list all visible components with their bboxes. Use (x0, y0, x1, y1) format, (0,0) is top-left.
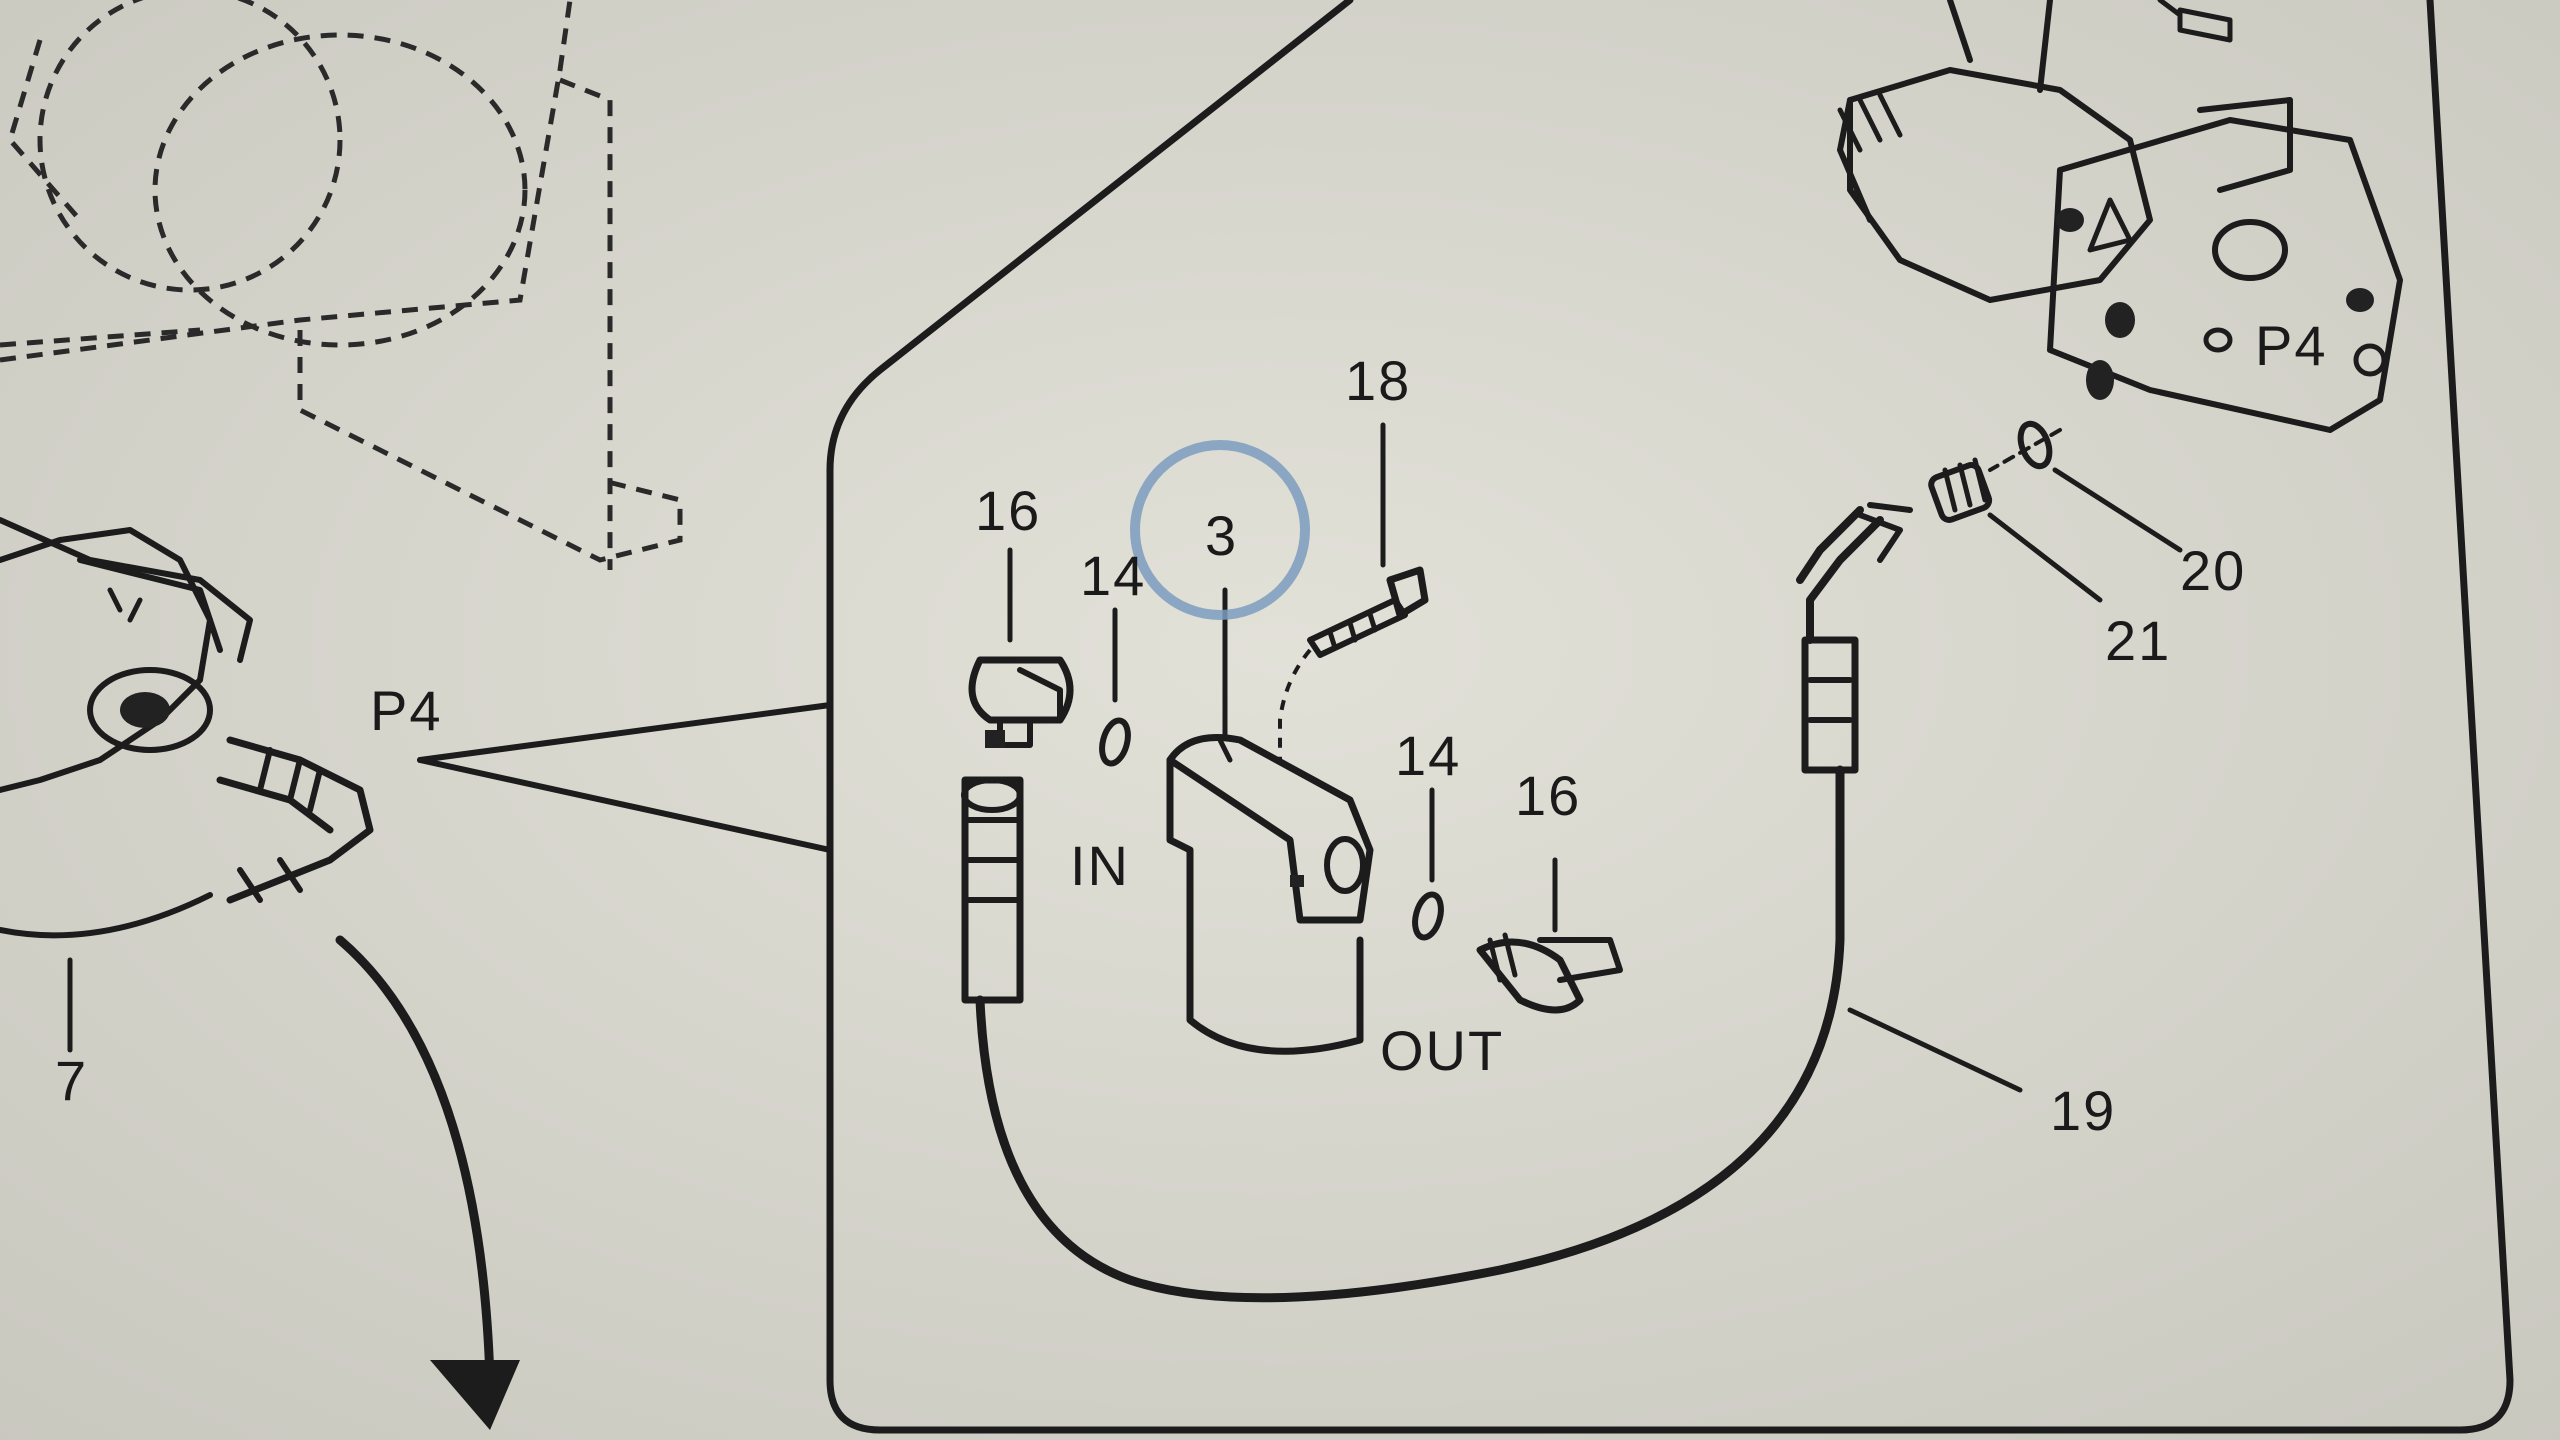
oring-14-right (1412, 787, 1444, 941)
left-pump-drawing (0, 517, 520, 1430)
label-item-20: 20 (2180, 539, 2246, 602)
label-item-18: 18 (1345, 349, 1411, 412)
p4-callout-pointer (417, 702, 833, 853)
detail-panel-border (826, 0, 2514, 1434)
label-item-16-left: 16 (975, 479, 1041, 542)
hose-19 (961, 502, 2023, 1303)
dashed-housing-outline (0, 0, 683, 570)
elbow-fitting-16-right (1476, 857, 1623, 1014)
label-item-14-right: 14 (1395, 724, 1461, 787)
label-item-14-left: 14 (1080, 544, 1146, 607)
label-item-16-right: 16 (1515, 764, 1581, 827)
assembly-dashed-line (1988, 428, 2062, 472)
label-item-3: 3 (1205, 504, 1238, 567)
highlight-circle (1130, 440, 1310, 620)
label-item-21: 21 (2105, 609, 2171, 672)
label-out: OUT (1380, 1019, 1504, 1082)
elbow-fitting-16-left (968, 547, 1074, 748)
oring-14-left (1099, 607, 1131, 767)
bolt-18 (1278, 422, 1429, 760)
label-p4-right: P4 (2255, 314, 2328, 377)
label-p4-left: P4 (370, 679, 443, 742)
label-item-19: 19 (2050, 1079, 2116, 1142)
label-item-7: 7 (55, 1049, 88, 1112)
right-motor-assembly (1837, 0, 2403, 433)
adapter-21 (1928, 457, 2103, 603)
label-in: IN (1070, 834, 1130, 897)
